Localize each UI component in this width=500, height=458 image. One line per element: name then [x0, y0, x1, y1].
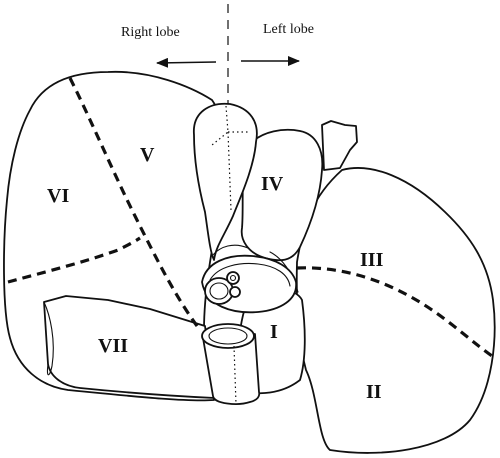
left-lobe-label: Left lobe	[263, 22, 314, 37]
segment-vii-label: VII	[98, 335, 128, 357]
ivc-dotted-line	[233, 345, 237, 405]
segment-v-label: V	[140, 144, 155, 166]
portal-triad-inner	[209, 262, 291, 287]
boundary-vi-vii	[7, 236, 141, 284]
segment-iv-label: IV	[261, 173, 284, 195]
boundary-ii-iii	[296, 266, 493, 358]
bile-duct	[229, 286, 241, 298]
hepatic-artery-lumen	[229, 274, 237, 282]
segment-vii-fold	[43, 301, 54, 376]
portal-vein-lumen	[209, 282, 229, 300]
segment-iv-lobe	[240, 128, 324, 262]
right-lobe-arrow	[156, 57, 217, 68]
left-lateral-lobe	[295, 167, 496, 454]
hepatic-artery	[226, 271, 240, 285]
segment-vi-label: VI	[47, 185, 69, 207]
right-lobe-label: Right lobe	[121, 25, 180, 40]
segment-iii-label: III	[360, 249, 384, 271]
ivc-opening-inner	[208, 327, 248, 345]
segment-i-label: I	[270, 321, 278, 343]
inferior-vena-cava	[202, 333, 261, 405]
round-ligament	[321, 120, 358, 171]
cystic-duct	[211, 244, 249, 257]
boundary-v-vi	[68, 77, 202, 331]
segment-ii-label: II	[366, 381, 382, 403]
gallbladder	[193, 102, 258, 261]
